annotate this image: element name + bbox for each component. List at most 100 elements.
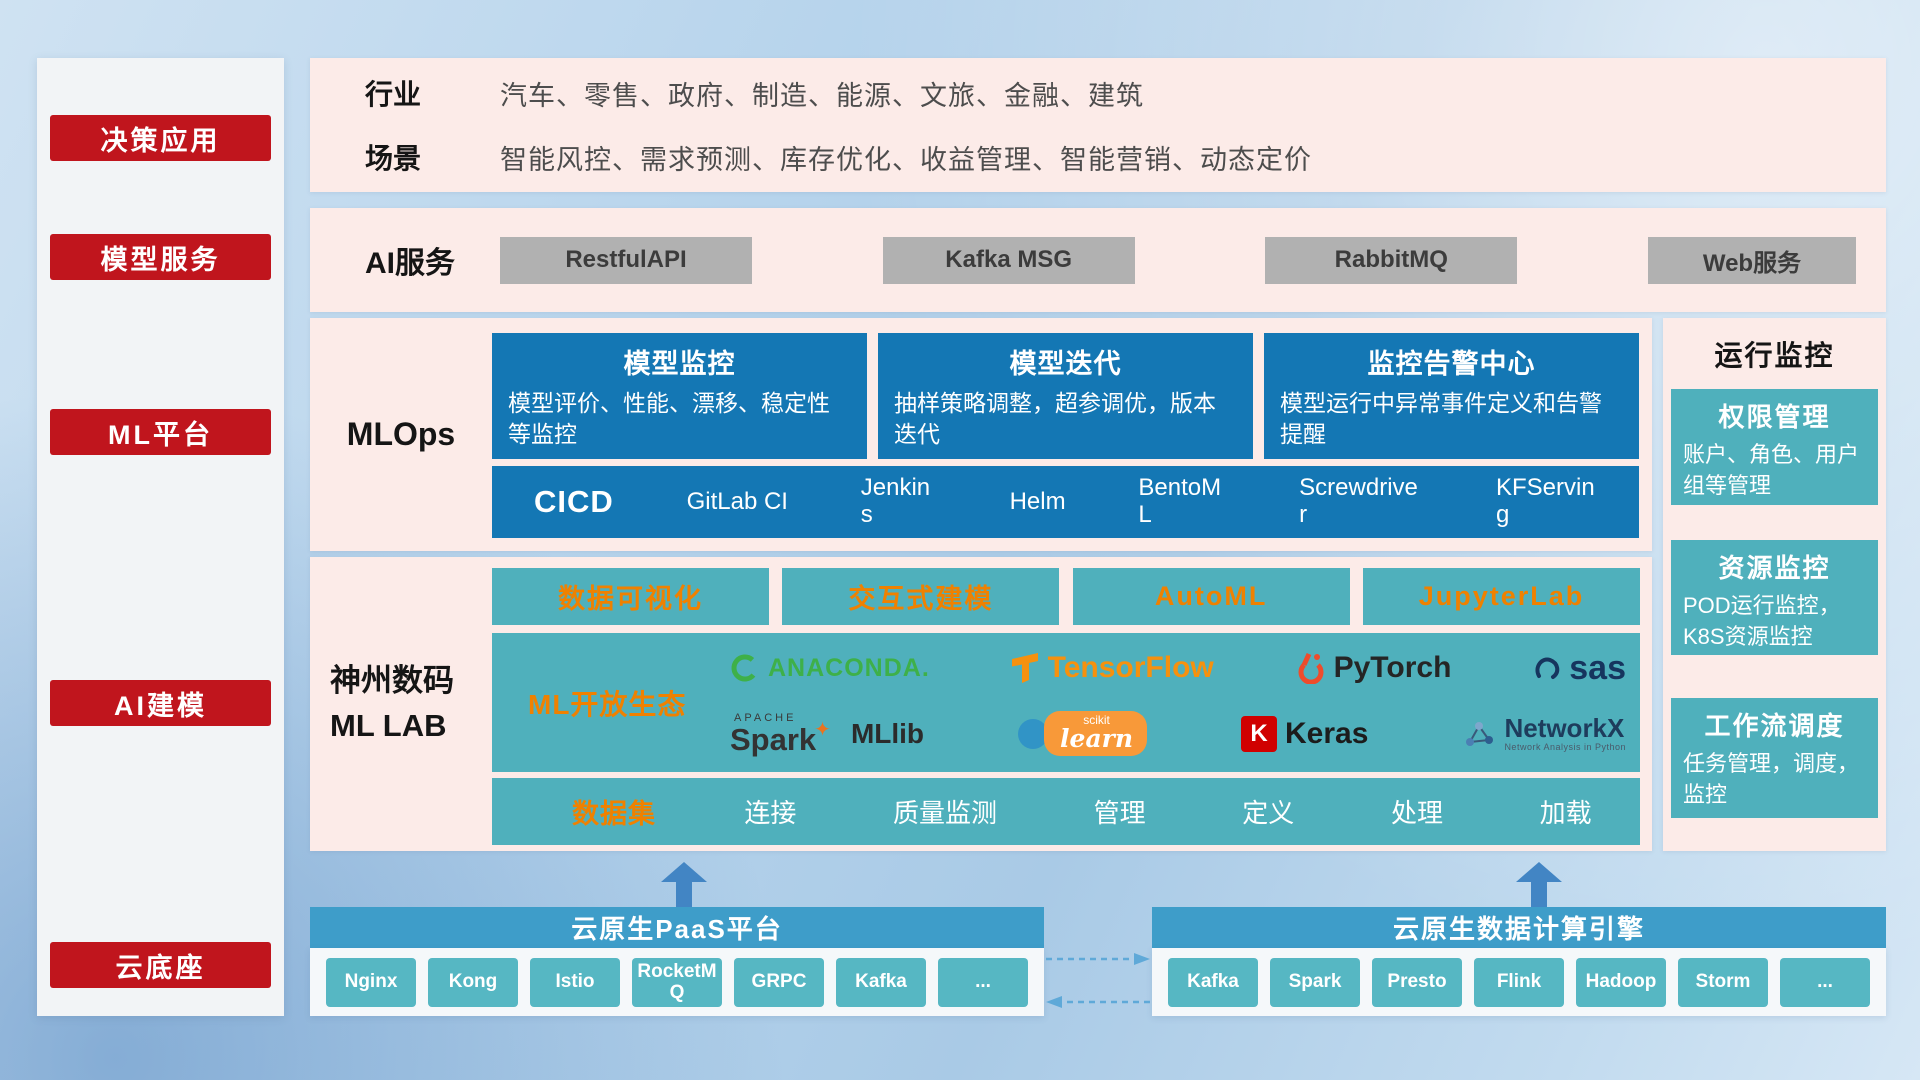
card-title: 工作流调度 <box>1704 711 1845 741</box>
scenario-label: 场景 <box>365 143 422 174</box>
cicd-item-gitlab-ci: GitLab CI <box>686 487 788 515</box>
paas-components-strip: Nginx Kong Istio RocketMQ GRPC Kafka ... <box>310 948 1044 1016</box>
layer-model-service: 模型服务 <box>50 234 271 280</box>
mllab-label-line1: 神州数码 <box>330 663 454 699</box>
pytorch-icon <box>1298 653 1324 685</box>
scikit-learn-text: learn <box>1060 724 1133 754</box>
mllab-top-buttons: 数据可视化 交互式建模 AutoML JupyterLab <box>492 568 1640 625</box>
runtime-monitor-panel: 运行监控 权限管理 账户、角色、用户组等管理 资源监控 POD运行监控，K8S资… <box>1663 318 1886 851</box>
chip-rocketmq: RocketMQ <box>632 957 722 1007</box>
left-layer-sidebar: 决策应用 模型服务 ML平台 AI建模 云底座 <box>37 58 284 1016</box>
dataset-item-define: 定义 <box>1242 798 1295 828</box>
scikit-small-text: scikit <box>1083 713 1110 728</box>
sas-text: sas <box>1569 648 1626 687</box>
model-monitoring-card: 模型监控 模型评价、性能、漂移、稳定性等监控 <box>492 333 867 459</box>
industry-label: 行业 <box>365 79 422 110</box>
scikit-circle-icon <box>1018 718 1049 749</box>
cicd-item-kfserving: KFServing <box>1495 474 1595 528</box>
ecosystem-label: ML开放生态 <box>528 688 687 720</box>
scenario-row: 场景 智能风控、需求预测、库存优化、收益管理、智能营销、动态定价 <box>365 137 1886 177</box>
jupyterlab-button: JupyterLab <box>1362 568 1640 625</box>
paas-platform-header: 云原生PaaS平台 <box>310 907 1044 948</box>
keras-logo: K Keras <box>1241 715 1369 752</box>
industry-list: 汽车、零售、政府、制造、能源、文旅、金融、建筑 <box>500 80 1144 111</box>
dataset-label: 数据集 <box>572 799 656 829</box>
ai-service-band: AI服务 RestfulAPI Kafka MSG RabbitMQ Web服务 <box>310 208 1886 312</box>
data-engine-header: 云原生数据计算引擎 <box>1152 907 1886 948</box>
kafka-msg-button: Kafka MSG <box>882 236 1135 284</box>
networkx-icon <box>1466 721 1494 746</box>
spark-wordmark: APACHE Spark ✦ <box>730 711 831 757</box>
chip-hadoop: Hadoop <box>1576 957 1666 1007</box>
card-desc: 抽样策略调整，超参调优，版本迭代 <box>894 390 1216 448</box>
rabbitmq-button: RabbitMQ <box>1265 236 1518 284</box>
model-iteration-card: 模型迭代 抽样策略调整，超参调优，版本迭代 <box>878 333 1253 459</box>
tensorflow-text: TensorFlow <box>1047 651 1214 685</box>
chip-presto: Presto <box>1372 957 1462 1007</box>
dashed-arrow-right-icon <box>1046 953 1150 965</box>
cicd-item-jenkins: Jenkins <box>860 474 931 528</box>
ecosystem-row-2: APACHE Spark ✦ MLlib scikit learn <box>730 711 1626 757</box>
mllib-text: MLlib <box>850 717 925 749</box>
layer-cloud-base: 云底座 <box>50 942 271 988</box>
restfulapi-button: RestfulAPI <box>500 236 752 284</box>
keras-k-icon: K <box>1241 715 1278 752</box>
scikit-blob-icon: scikit learn <box>1044 711 1147 757</box>
chip-more: ... <box>1780 957 1870 1007</box>
dataset-item-manage: 管理 <box>1093 798 1146 828</box>
cicd-item-bentoml: BentoML <box>1138 474 1222 528</box>
dataset-bar: 数据集 连接 质量监测 管理 定义 处理 加载 <box>492 778 1640 845</box>
mlops-label: MLOps <box>346 416 456 452</box>
anaconda-text: ANACONDA. <box>768 653 930 682</box>
up-arrow-icon <box>661 862 707 907</box>
scikit-learn-logo: scikit learn <box>1018 711 1147 757</box>
chip-more: ... <box>938 957 1028 1007</box>
ai-service-buttons: RestfulAPI Kafka MSG RabbitMQ Web服务 <box>500 236 1856 284</box>
card-title: 资源监控 <box>1718 553 1831 583</box>
networkx-subtitle: Network Analysis in Python <box>1504 741 1626 752</box>
chip-grpc: GRPC <box>734 957 824 1007</box>
apache-text: APACHE <box>734 711 797 724</box>
networkx-text: NetworkX <box>1504 713 1625 744</box>
ml-open-ecosystem-box: ML开放生态 ANACONDA. TensorFlow <box>492 633 1640 772</box>
mllab-label: 神州数码 ML LAB <box>310 557 492 851</box>
card-desc: POD运行监控，K8S资源监控 <box>1683 593 1841 649</box>
mllab-label-line2: ML LAB <box>330 708 447 743</box>
chip-spark: Spark <box>1270 957 1360 1007</box>
cicd-item-screwdriver: Screwdriver <box>1299 474 1418 528</box>
dataset-item-process: 处理 <box>1390 798 1443 828</box>
sas-logo: sas <box>1533 649 1626 688</box>
industry-row: 行业 汽车、零售、政府、制造、能源、文旅、金融、建筑 <box>365 73 1886 113</box>
cicd-item-helm: Helm <box>1009 487 1066 515</box>
pytorch-text: PyTorch <box>1333 651 1452 685</box>
interactive-modeling-button: 交互式建模 <box>782 568 1060 625</box>
networkx-wordmark: NetworkX Network Analysis in Python <box>1504 715 1626 752</box>
cicd-label: CICD <box>534 484 614 519</box>
runtime-monitor-title: 运行监控 <box>1714 340 1835 371</box>
chip-nginx: Nginx <box>326 957 416 1007</box>
dataset-items: 连接 质量监测 管理 定义 处理 加载 <box>696 793 1640 830</box>
permission-management-card: 权限管理 账户、角色、用户组等管理 <box>1671 389 1878 505</box>
card-title: 监控告警中心 <box>1367 349 1536 379</box>
card-desc: 任务管理，调度，监控 <box>1683 751 1860 807</box>
card-desc: 模型运行中异常事件定义和告警提醒 <box>1280 390 1602 448</box>
chip-istio: Istio <box>530 957 620 1007</box>
dataset-item-quality: 质量监测 <box>892 798 997 828</box>
dataset-item-load: 加载 <box>1539 798 1592 828</box>
ai-service-label: AI服务 <box>365 247 455 280</box>
networkx-logo: NetworkX Network Analysis in Python <box>1462 715 1626 752</box>
chip-kong: Kong <box>428 957 518 1007</box>
workflow-scheduling-card: 工作流调度 任务管理，调度，监控 <box>1671 698 1878 818</box>
chip-flink: Flink <box>1474 957 1564 1007</box>
keras-text: Keras <box>1285 716 1369 750</box>
anaconda-icon <box>731 654 759 682</box>
alert-center-card: 监控告警中心 模型运行中异常事件定义和告警提醒 <box>1264 333 1639 459</box>
cicd-bar: CICD GitLab CI Jenkins Helm BentoML Scre… <box>492 466 1639 538</box>
spark-text: Spark <box>730 721 817 757</box>
tensorflow-icon <box>1011 653 1038 684</box>
sas-icon <box>1535 657 1560 680</box>
data-visualization-button: 数据可视化 <box>492 568 769 625</box>
data-engine-components-strip: Kafka Spark Presto Flink Hadoop Storm ..… <box>1152 948 1886 1016</box>
automl-button: AutoML <box>1072 568 1350 625</box>
